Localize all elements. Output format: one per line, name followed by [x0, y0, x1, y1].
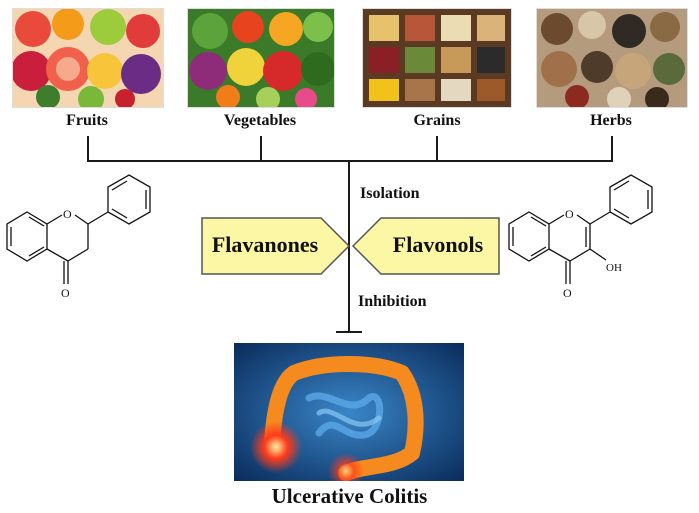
drop-line-herbs — [611, 136, 613, 162]
outcome-title: Ulcerative Colitis — [271, 484, 428, 508]
flavonols-badge — [351, 217, 500, 275]
flavanones-label: Flavanones — [211, 232, 319, 257]
drop-line-grains — [436, 136, 438, 162]
flavanones-badge — [201, 217, 351, 275]
vegetables-label: Vegetables — [223, 112, 297, 129]
flavonol-ring-oxygen: O — [565, 207, 574, 221]
drop-line-vegetables — [260, 136, 262, 162]
inhibition-label: Inhibition — [358, 293, 427, 310]
flavonol-structure: O O OH — [508, 174, 653, 300]
fruits-image — [12, 8, 164, 108]
herbs-image — [536, 8, 688, 108]
flavanone-keto-oxygen: O — [61, 286, 70, 300]
colon-image — [234, 343, 464, 481]
herbs-label: Herbs — [590, 112, 632, 129]
horizontal-connector — [87, 160, 613, 162]
fruits-label: Fruits — [66, 112, 108, 129]
drop-line-fruits — [87, 136, 89, 162]
flavonols-label: Flavonols — [392, 232, 484, 257]
flavanone-ring-oxygen: O — [63, 207, 72, 221]
vegetables-image — [187, 8, 335, 108]
flavonol-hydroxyl: OH — [606, 262, 622, 274]
flavanone-structure: O O — [6, 174, 151, 300]
inhibition-bar — [336, 331, 362, 333]
flavonol-keto-oxygen: O — [563, 286, 572, 300]
isolation-label: Isolation — [360, 185, 420, 202]
grains-image — [362, 8, 512, 108]
grains-label: Grains — [413, 112, 461, 129]
